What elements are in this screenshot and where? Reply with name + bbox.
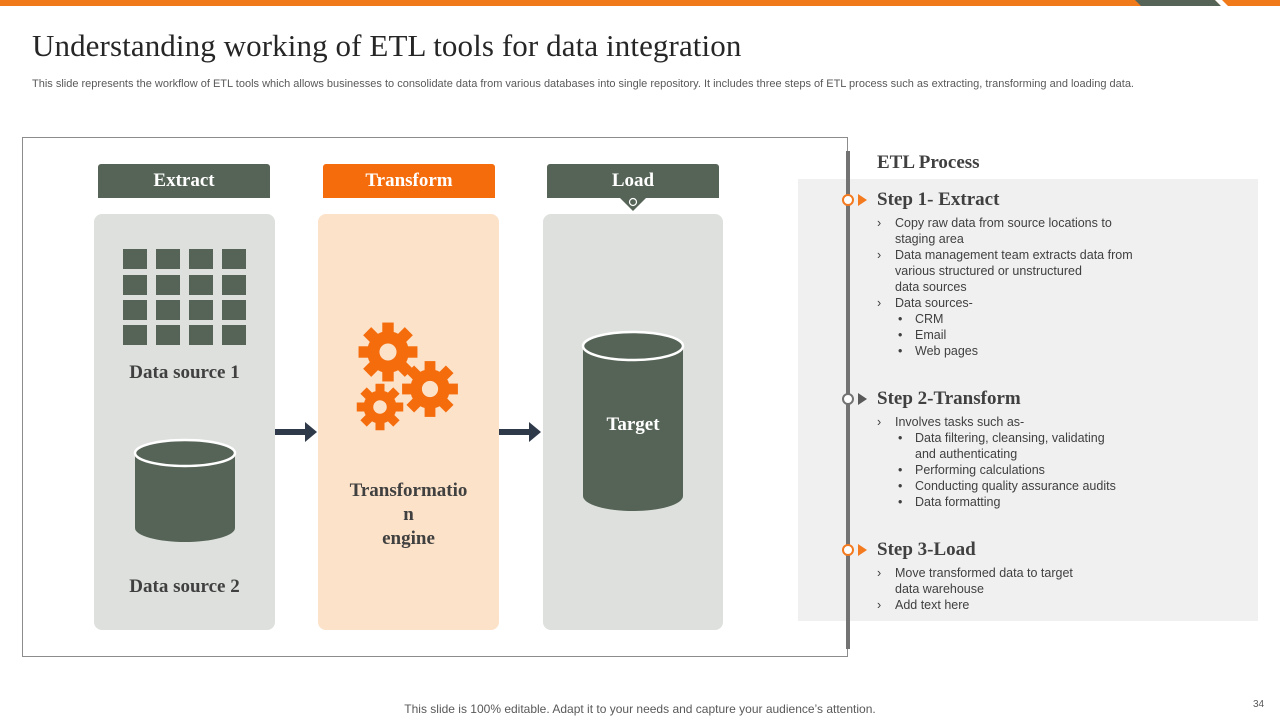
step1-bullet-1: ›Copy raw data from source locations to (877, 216, 1112, 230)
step1-sub-2: •Email (898, 328, 947, 342)
step1-bullet-1-cont: staging area (895, 232, 964, 246)
data-source-2-label: Data source 2 (129, 576, 240, 597)
step1-bullet-3: ›Data sources- (877, 296, 973, 310)
data-source-1-label: Data source 1 (129, 362, 240, 383)
triangle-marker-icon (858, 194, 867, 206)
step-marker-icon (842, 393, 854, 405)
transform-column (318, 214, 499, 630)
process-panel (798, 179, 1258, 621)
etl-process-title: ETL Process (877, 152, 980, 173)
step2-title: Step 2-Transform (877, 388, 1021, 409)
step2-bullet-1: ›Involves tasks such as- (877, 415, 1025, 429)
grid-icon (123, 249, 246, 345)
extract-header: Extract (98, 164, 270, 198)
slide-title: Understanding working of ETL tools for d… (32, 28, 742, 63)
engine-label-line2: n (403, 504, 414, 525)
step1-sub-3: •Web pages (898, 344, 979, 358)
step3-bullet-1: ›Move transformed data to target (877, 566, 1073, 580)
step1-title: Step 1- Extract (877, 189, 1000, 210)
target-database-icon (581, 330, 685, 511)
triangle-marker-icon (858, 393, 867, 405)
triangle-marker-icon (858, 544, 867, 556)
load-header-pointer (619, 197, 647, 211)
page-number: 34 (1253, 699, 1265, 710)
engine-label-line3: engine (382, 528, 435, 549)
step2-sub-1-cont: and authenticating (915, 447, 1018, 461)
step1-bullet-2-cont: various structured or unstructured (895, 264, 1082, 278)
step3-title: Step 3-Load (877, 539, 976, 560)
database-icon (133, 438, 237, 542)
step1-bullet-2-cont2: data sources (895, 280, 967, 294)
target-label: Target (606, 414, 660, 435)
step3-bullet-2: ›Add text here (877, 598, 970, 612)
arrow-right-icon (499, 422, 541, 442)
top-bar-decoration (1135, 0, 1228, 6)
step2-sub-4: •Data formatting (898, 495, 1001, 509)
transform-header: Transform (323, 164, 495, 198)
slide-subtitle: This slide represents the workflow of ET… (32, 78, 1134, 90)
step-marker-icon (842, 544, 854, 556)
step2-sub-1: •Data filtering, cleansing, validating (898, 431, 1105, 445)
gears-icon (356, 322, 458, 431)
step1-sub-1: •CRM (898, 312, 944, 326)
step1-bullet-2: ›Data management team extracts data from (877, 248, 1133, 262)
arrow-right-icon (275, 422, 317, 442)
step2-sub-3: •Conducting quality assurance audits (898, 479, 1116, 493)
engine-label-line1: Transformatio (349, 480, 468, 501)
load-header: Load (547, 164, 719, 198)
transformation-engine-label: Transformatio n engine (318, 479, 499, 551)
step2-sub-2: •Performing calculations (898, 463, 1045, 477)
top-accent-bar (0, 0, 1280, 6)
step-marker-icon (842, 194, 854, 206)
slide-footer: This slide is 100% editable. Adapt it to… (404, 702, 876, 716)
step3-bullet-1-cont: data warehouse (895, 582, 984, 596)
